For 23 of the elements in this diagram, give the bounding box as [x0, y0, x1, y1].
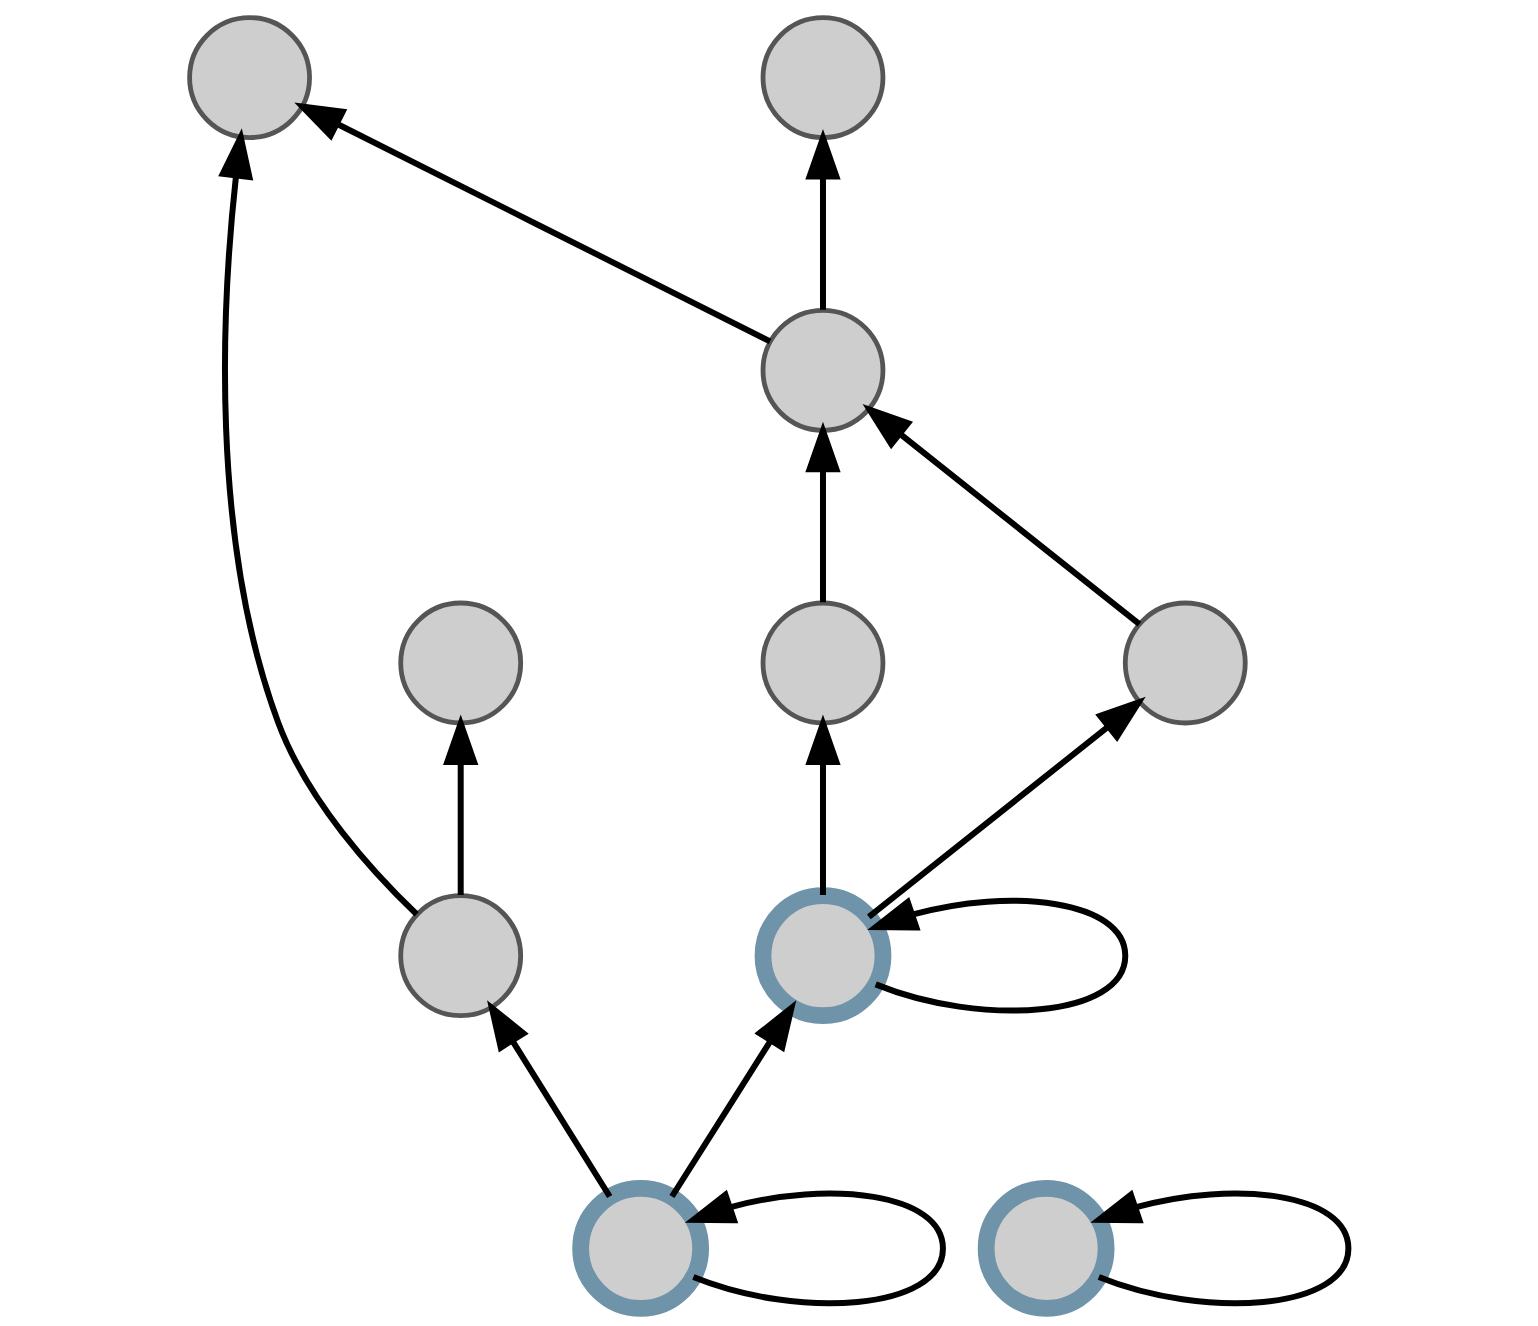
node-circle	[572, 1180, 709, 1317]
node-circle	[1122, 600, 1248, 726]
node-circle	[754, 887, 892, 1025]
arrow	[218, 128, 419, 917]
arrow	[1090, 1189, 1352, 1307]
arrow	[805, 129, 841, 310]
node-circle	[398, 893, 524, 1019]
node-circle	[187, 15, 312, 140]
arrow	[805, 714, 841, 896]
arrow	[867, 696, 1146, 920]
node-circle	[398, 600, 524, 726]
arrow	[805, 421, 841, 603]
node-circle	[760, 307, 886, 433]
arrow	[867, 897, 1129, 1014]
node-circle	[977, 1180, 1115, 1317]
arrow	[684, 1189, 946, 1307]
arrow	[487, 1000, 613, 1199]
arrow	[669, 1000, 797, 1199]
node-circle	[760, 600, 886, 726]
arrow	[443, 714, 479, 896]
arrow	[294, 102, 772, 345]
arrow	[862, 404, 1142, 627]
node-circle	[760, 15, 886, 140]
